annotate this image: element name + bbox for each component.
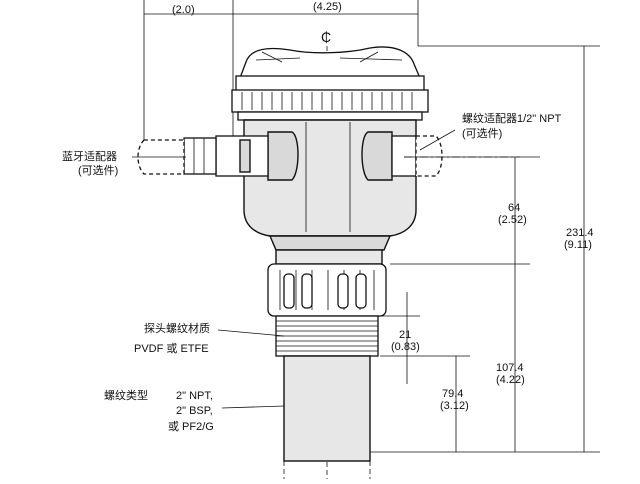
thread-type-title: 螺纹类型	[104, 388, 148, 402]
dim-231-in: (9.11)	[564, 239, 592, 251]
dim-107-mm: 107.4	[496, 362, 524, 374]
top-dim-center: (4.25)	[313, 1, 342, 13]
bt-adapter-optional: (可选件)	[78, 164, 118, 177]
probe-body	[283, 355, 371, 479]
leader-lines	[217, 129, 456, 409]
top-dimension-lines	[143, 0, 419, 140]
centerline-symbol: ₵	[321, 29, 331, 45]
thread-type-pf: 或 PF2/G	[168, 420, 214, 433]
dim-21-in: (0.83)	[391, 341, 420, 353]
thread-adapter-optional: (可选件)	[462, 127, 502, 140]
dim-107-in: (4.22)	[496, 374, 525, 386]
dim-79-mm: 79.4	[442, 388, 463, 400]
cap-ribs	[241, 92, 413, 110]
bluetooth-adapter	[132, 131, 299, 181]
probe-material-values: PVDF 或 ETFE	[134, 342, 209, 355]
probe-material-label: 探头螺纹材质	[144, 321, 210, 335]
dim-64-in: (2.52)	[498, 214, 527, 226]
hex-nut	[267, 263, 387, 317]
probe-thread	[275, 315, 379, 357]
dim-79-in: (3.12)	[440, 400, 469, 412]
bt-adapter-label: 蓝牙适配器	[62, 150, 117, 163]
housing-cap	[231, 46, 429, 121]
thread-type-npt: 2" NPT,	[176, 390, 213, 402]
thread-type-bsp: 2" BSP,	[176, 405, 213, 417]
dim-64-mm: 64	[508, 202, 520, 214]
right-dimension-lines	[370, 45, 600, 453]
dim-231-mm: 231.4	[566, 227, 594, 239]
dim-21-mm: 21	[399, 329, 411, 341]
thread-adapter	[361, 131, 520, 181]
top-dim-left: (2.0)	[172, 4, 195, 16]
thread-adapter-label: 螺纹适配器1/2" NPT	[462, 111, 562, 125]
